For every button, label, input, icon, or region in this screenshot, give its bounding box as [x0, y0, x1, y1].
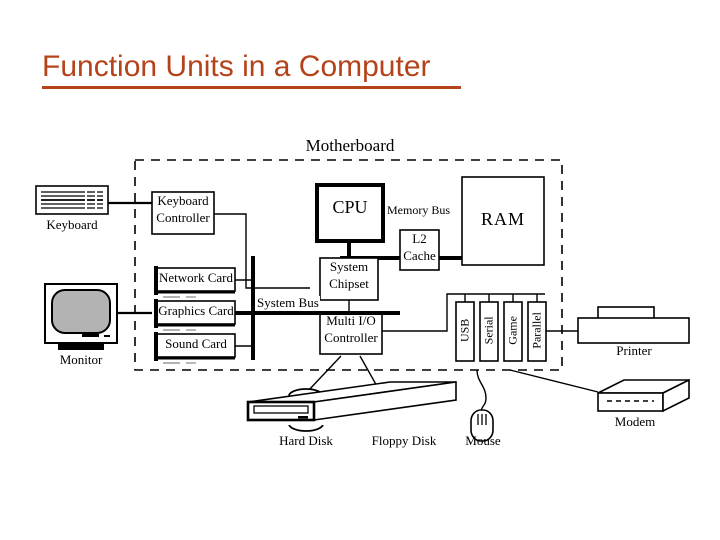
- network-card-box: [154, 266, 253, 298]
- serial-port-label: Serial: [481, 316, 496, 345]
- monitor-label: Monitor: [59, 352, 103, 367]
- floppy-disk-icon: [246, 381, 457, 425]
- graphics-card-label: Graphics Card: [158, 303, 234, 318]
- multiio-port-rail: [382, 293, 545, 332]
- l2-cache-label-line1: L2: [412, 231, 427, 246]
- graphics-card-box: [154, 299, 236, 331]
- floppy-disk-cable: [359, 355, 379, 389]
- multi-io-controller-label-line1: Multi I/O: [326, 313, 376, 328]
- mouse-label: Mouse: [465, 433, 501, 448]
- multi-io-controller-box: [319, 311, 383, 355]
- printer-icon: [577, 306, 690, 344]
- keyboard-label: Keyboard: [46, 217, 98, 232]
- mouse-cable: [476, 369, 487, 413]
- system-chipset-label-line2: Chipset: [329, 276, 369, 291]
- port-bank: [382, 293, 547, 362]
- ram-box: [461, 176, 545, 266]
- monitor-icon: [44, 283, 118, 350]
- printer-label: Printer: [616, 343, 652, 358]
- keyboard-controller-link: [214, 213, 310, 289]
- system-chipset-label-line1: System: [329, 259, 369, 274]
- keyboard-controller-label-line1: Keyboard: [157, 193, 209, 208]
- multi-io-controller-label-line2: Controller: [324, 330, 378, 345]
- l2-cache-box: [399, 229, 440, 271]
- floppy-disk-label: Floppy Disk: [371, 433, 437, 448]
- mouse-icon: [470, 409, 494, 442]
- title-underline: [42, 86, 461, 89]
- keyboard-controller-label-line2: Controller: [156, 210, 210, 225]
- system-bus-label: System Bus: [256, 295, 320, 310]
- modem-cable: [509, 369, 599, 393]
- modem-label: Modem: [614, 414, 656, 429]
- modem-icon: [597, 378, 690, 413]
- game-port-label: Game: [505, 316, 520, 345]
- hard-disk-label: Hard Disk: [279, 433, 333, 448]
- cpu-label: CPU: [332, 197, 368, 217]
- page-title: Function Units in a Computer: [42, 50, 431, 83]
- keyboard-icon: [35, 185, 109, 215]
- sound-card-label: Sound Card: [165, 336, 227, 351]
- parallel-port-label: Parallel: [529, 312, 544, 349]
- motherboard-boundary: [134, 159, 563, 371]
- cpu-box: [315, 183, 385, 243]
- keyboard-controller-box: [151, 191, 215, 235]
- ram-label: RAM: [480, 209, 525, 229]
- network-card-label: Network Card: [158, 270, 233, 285]
- l2-cache-label-line2: Cache: [403, 248, 436, 263]
- system-chipset-box: [319, 257, 379, 301]
- hard-disk-cable: [306, 355, 342, 393]
- usb-port-label: USB: [457, 318, 472, 343]
- sound-card-box: [154, 332, 253, 364]
- motherboard-label: Motherboard: [305, 136, 395, 155]
- memory-bus-label: Memory Bus: [387, 203, 450, 217]
